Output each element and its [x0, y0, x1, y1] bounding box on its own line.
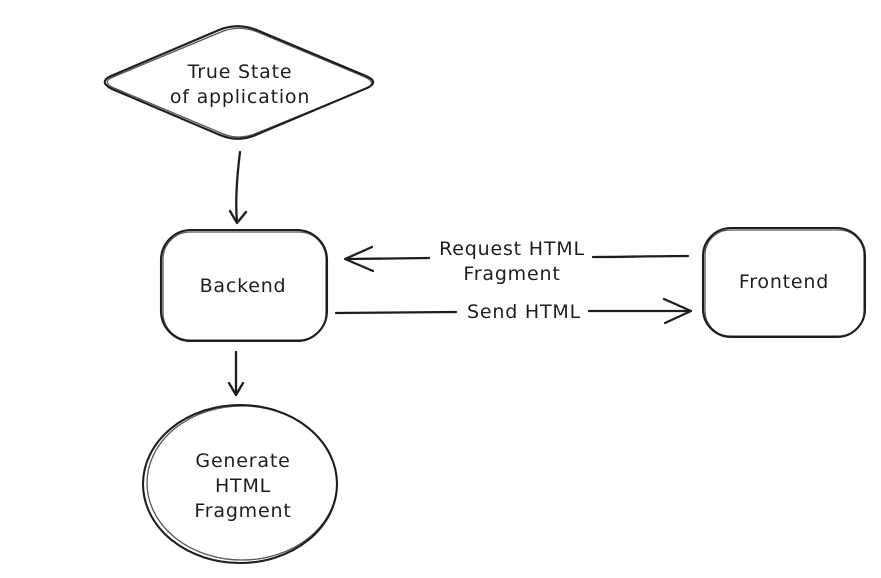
request-html-label-line2: Fragment [463, 263, 560, 285]
frontend-label: Frontend [739, 271, 829, 293]
edge-state-to-backend[interactable] [228, 150, 248, 225]
edge-send-html[interactable]: Send HTML [334, 297, 693, 325]
generate-label-line2: HTML [215, 475, 271, 497]
node-generate-html-fragment[interactable]: Generate HTML Fragment [141, 403, 339, 565]
edge-backend-to-generate[interactable] [227, 350, 245, 397]
true-state-label-line1: True State [187, 61, 293, 83]
generate-html-fragment-shape-sketch-overlay [146, 405, 338, 561]
edge-send-html-line-left[interactable] [334, 310, 458, 315]
backend-shape[interactable] [159, 228, 329, 343]
node-true-state[interactable]: True State of application [103, 25, 375, 140]
send-html-label: Send HTML [467, 301, 581, 323]
true-state-label-line2: of application [170, 86, 310, 108]
backend-shape-sketch-overlay [162, 231, 327, 341]
edge-state-to-backend-line[interactable] [235, 150, 242, 224]
frontend-shape[interactable] [701, 226, 867, 339]
request-html-label-line1: Request HTML [439, 238, 585, 260]
arrowhead-down-icon [228, 209, 248, 225]
arrowhead-left-icon [343, 245, 375, 273]
edge-request-html[interactable]: Request HTML Fragment [343, 238, 690, 285]
arrowhead-down-icon [227, 381, 245, 397]
diamond-shape-sketch-overlay [106, 27, 373, 138]
arrowhead-right-icon [662, 297, 693, 325]
generate-label-line1: Generate [195, 450, 290, 472]
frontend-shape-sketch-overlay [704, 229, 865, 337]
node-frontend[interactable]: Frontend [701, 226, 867, 339]
edge-request-html-line-left[interactable] [346, 256, 431, 261]
generate-label-line3: Fragment [194, 500, 291, 522]
edge-request-html-line-right[interactable] [591, 254, 690, 259]
backend-label: Backend [200, 275, 287, 297]
node-backend[interactable]: Backend [159, 228, 329, 343]
